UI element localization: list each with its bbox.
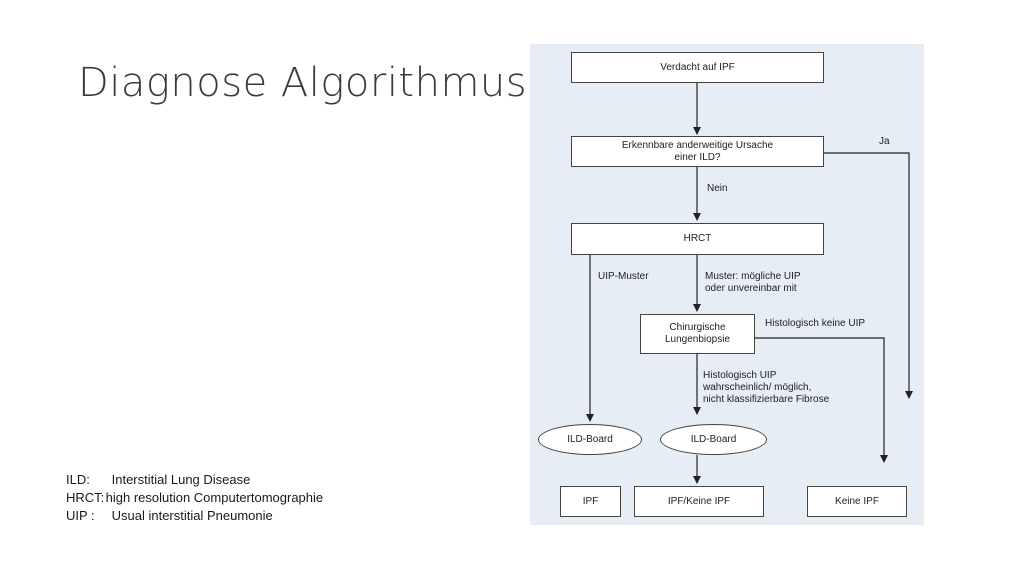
legend-term: HRCT: (66, 490, 105, 505)
edge-label-no: Nein (707, 183, 728, 194)
edge-label-yes: Ja (879, 136, 890, 147)
edge-label-histo-uip: Histologisch UIP wahrscheinlich/ möglich… (703, 370, 830, 405)
arrow-biopsy-to-not-ipf (755, 337, 888, 463)
edge-label-histo-no-uip: Histologisch keine UIP (765, 318, 866, 329)
node-ipf: IPF (560, 486, 621, 517)
legend-definition: Usual interstitial Pneumonie (111, 508, 273, 523)
edge-label-uip-pattern: UIP-Muster (598, 271, 649, 282)
node-not-ipf: Keine IPF (807, 486, 907, 517)
node-ild-board-left: ILD-Board (538, 424, 642, 455)
node-other-cause: Erkennbare anderweitige Ursache einer IL… (571, 136, 824, 167)
legend-row-hrct: HRCT: high resolution Computertomographi… (66, 489, 323, 507)
node-surgical-biopsy: Chirurgische Lungenbiopsie (640, 314, 755, 354)
legend-definition: high resolution Computertomographie (105, 490, 324, 505)
legend-term: ILD: (66, 472, 90, 487)
node-ild-board-mid: ILD-Board (660, 424, 767, 455)
node-ipf-or-not: IPF/Keine IPF (634, 486, 764, 517)
edge-label-possible-uip: Muster: mögliche UIP oder unvereinbar mi… (705, 271, 801, 294)
node-suspicion: Verdacht auf IPF (571, 52, 824, 83)
page-title: Diagnose Algorithmus (78, 60, 528, 106)
abbreviation-legend: ILD: Interstitial Lung Disease HRCT: hig… (66, 471, 323, 525)
legend-row-uip: UIP : Usual interstitial Pneumonie (66, 507, 323, 525)
legend-term: UIP : (66, 508, 95, 523)
arrow-yes-to-not-ipf (824, 152, 913, 399)
node-hrct: HRCT (571, 223, 824, 255)
legend-row-ild: ILD: Interstitial Lung Disease (66, 471, 323, 489)
legend-definition: Interstitial Lung Disease (111, 472, 251, 487)
